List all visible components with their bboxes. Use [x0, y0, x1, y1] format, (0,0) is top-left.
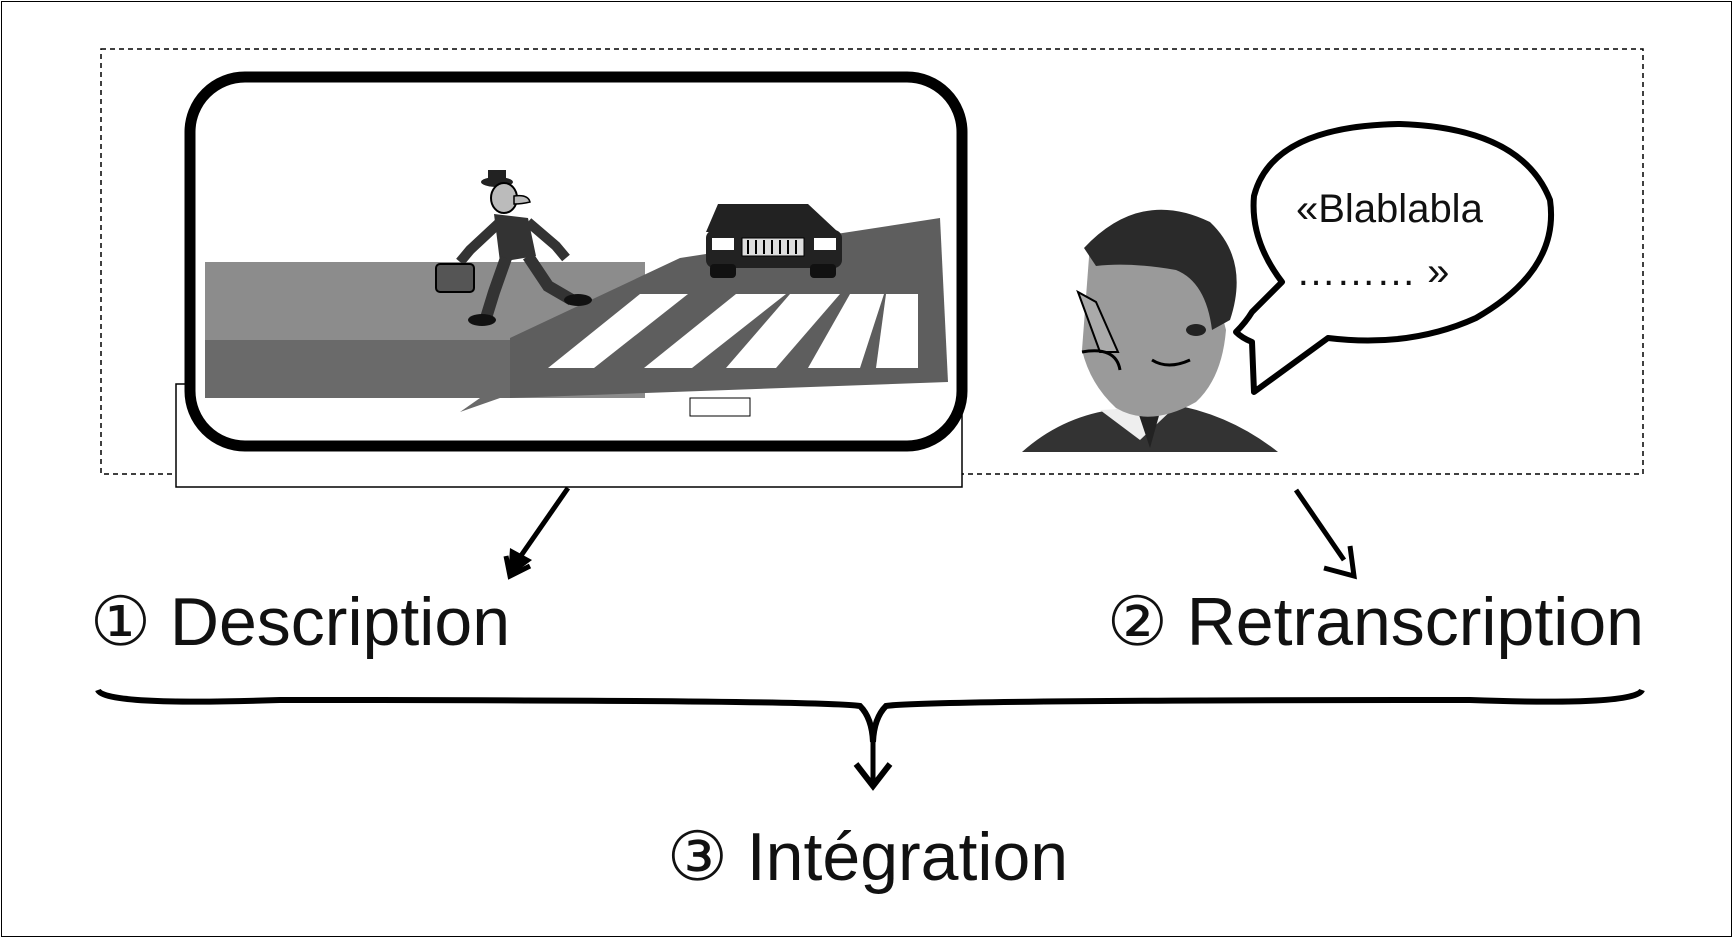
arrow-to-retranscription [1293, 488, 1357, 580]
step-3-integration-label: ③ Intégration [0, 823, 1735, 891]
step-2-marker: ② [1106, 584, 1168, 660]
step-3-text: Intégration [746, 819, 1069, 895]
step-1-description-label: ① Description [90, 588, 510, 656]
step-1-marker: ① [90, 584, 151, 660]
street-scene-image [184, 71, 968, 452]
speech-bubble [1233, 121, 1554, 395]
brace-arrow-head [853, 762, 893, 791]
pedestrian-icon [435, 170, 592, 326]
arrow-to-description [503, 486, 571, 580]
car-icon [706, 204, 842, 278]
step-2-text: Retranscription [1186, 584, 1644, 660]
talking-person-icon [1022, 209, 1278, 452]
step-2-retranscription-label: ② Retranscription [1107, 588, 1644, 656]
step-1-text: Description [169, 584, 511, 660]
speech-bubble-line-2: ……… » [1296, 250, 1450, 294]
step-3-marker: ③ [666, 819, 728, 895]
speech-bubble-line-1: «Blablabla [1296, 187, 1483, 231]
curly-brace [95, 688, 1645, 743]
